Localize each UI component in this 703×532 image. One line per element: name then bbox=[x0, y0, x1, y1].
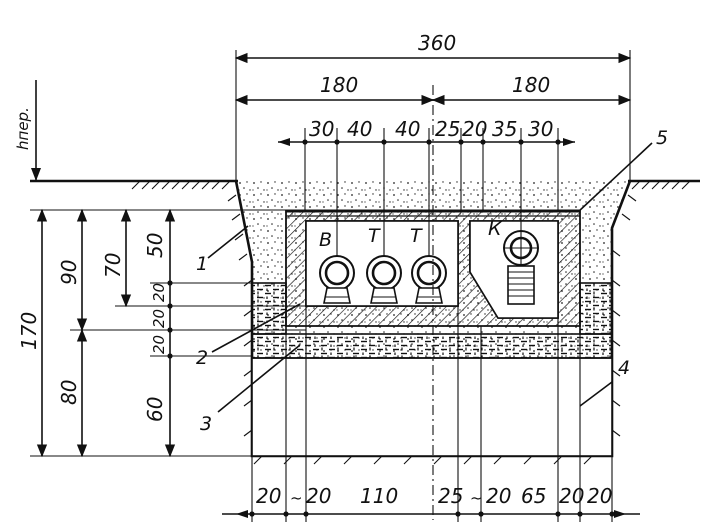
bottom-dim-line bbox=[222, 510, 640, 518]
dim-vertical-70: 70 bbox=[101, 253, 125, 278]
leader-tick-1: ~ bbox=[290, 489, 303, 507]
dim-vertical-20a: 20 bbox=[150, 283, 168, 302]
dim-bottom-3: 110 bbox=[360, 484, 398, 508]
pipe-b-label: В bbox=[319, 229, 332, 251]
left-dim-lines bbox=[36, 208, 176, 458]
concrete-foundation bbox=[252, 358, 612, 456]
dim-vertical-lower: 80 bbox=[57, 380, 81, 405]
dim-bottom-6: 65 bbox=[521, 484, 546, 508]
callout-1: 1 bbox=[196, 253, 208, 275]
pipe-k bbox=[503, 230, 539, 305]
callout-4: 4 bbox=[618, 357, 630, 379]
dim-spacing-7: 30 bbox=[528, 117, 553, 141]
dim-bottom-4: 25 bbox=[438, 484, 463, 508]
dim-vertical-60: 60 bbox=[143, 397, 167, 422]
callout-2: 2 bbox=[196, 347, 208, 369]
dim-half-left: 180 bbox=[320, 73, 358, 97]
callout-5: 5 bbox=[656, 127, 668, 149]
pipe-b bbox=[319, 255, 355, 304]
dim-spacing-1: 30 bbox=[309, 117, 334, 141]
pipe-t2-label: Т bbox=[410, 225, 423, 247]
ground-surface bbox=[30, 179, 700, 190]
dim-vertical-20c: 20 bbox=[150, 335, 168, 354]
pipe-t2 bbox=[411, 255, 447, 304]
callout-leaders bbox=[207, 142, 653, 413]
depth-marker-label: hпер. bbox=[14, 107, 32, 150]
dim-vertical-20b: 20 bbox=[150, 309, 168, 328]
dim-bottom-1: 20 bbox=[256, 484, 281, 508]
dim-bottom-2: 20 bbox=[306, 484, 331, 508]
dim-vertical-50: 50 bbox=[143, 233, 167, 258]
dim-lines-top bbox=[234, 52, 632, 146]
dim-spacing-6: 35 bbox=[492, 117, 517, 141]
dim-spacing-2: 40 bbox=[347, 117, 372, 141]
dim-spacing-3: 40 bbox=[395, 117, 420, 141]
dim-spacing-4: 25 bbox=[435, 117, 460, 141]
dim-bottom-5: 20 bbox=[486, 484, 511, 508]
dim-vertical-upper: 90 bbox=[57, 260, 81, 285]
dim-bottom-7: 20 bbox=[559, 484, 584, 508]
dim-bottom-8: 20 bbox=[587, 484, 612, 508]
dim-half-right: 180 bbox=[512, 73, 550, 97]
pipe-k-label: К bbox=[488, 218, 503, 240]
dim-total-width: 360 bbox=[418, 31, 456, 55]
leader-tick-2: ~ bbox=[470, 489, 483, 507]
extension-lines bbox=[235, 50, 631, 522]
pipe-t1-label: Т bbox=[368, 225, 381, 247]
dim-vertical-outer: 170 bbox=[17, 312, 41, 350]
dim-spacing-5: 20 bbox=[462, 117, 487, 141]
callout-3: 3 bbox=[200, 413, 212, 435]
depth-marker bbox=[31, 80, 41, 181]
left-extension-lines bbox=[30, 209, 306, 457]
pipe-t1 bbox=[366, 255, 402, 304]
